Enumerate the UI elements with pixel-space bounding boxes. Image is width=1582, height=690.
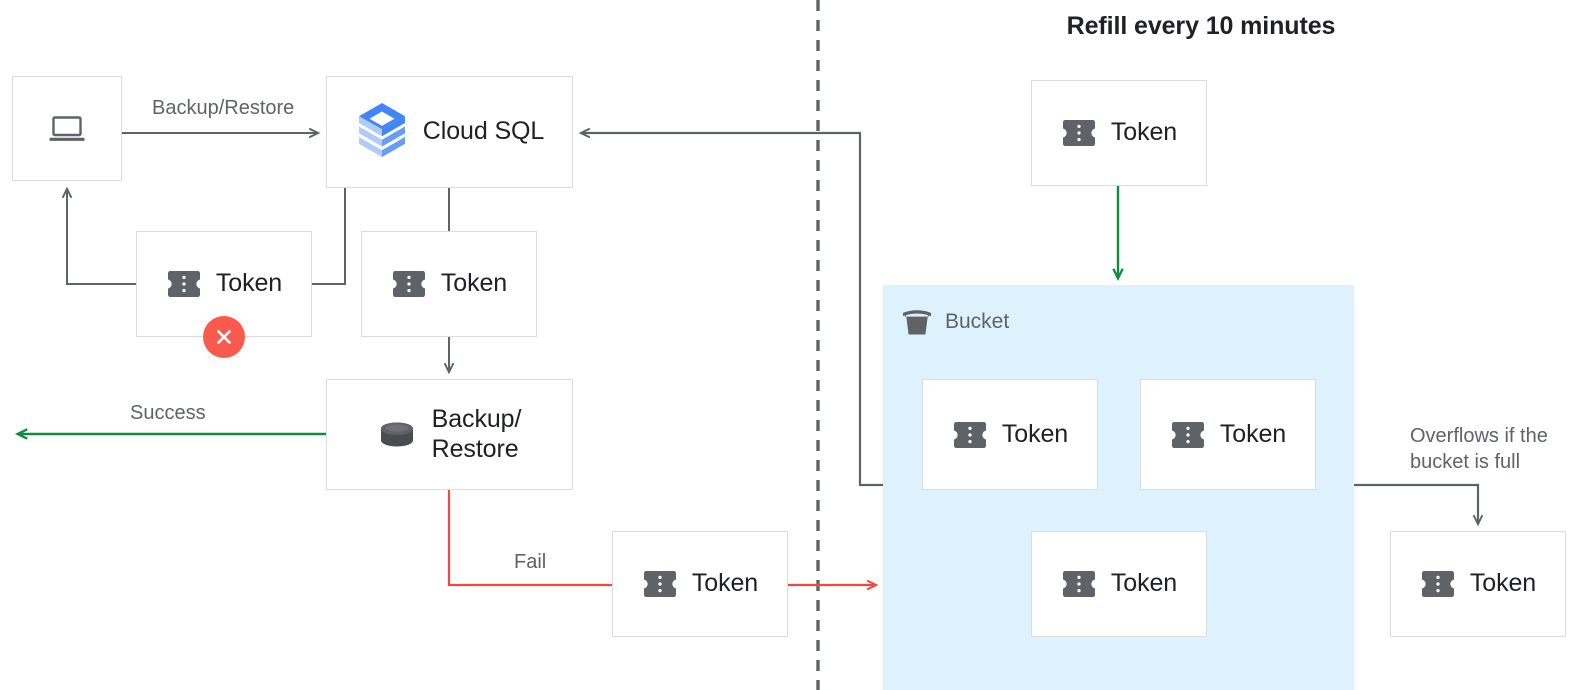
node-token-bucket-2[interactable]: Token [1140,379,1316,490]
node-token-overflow-label: Token [1469,569,1537,598]
edge-bucket-overflow [1354,483,1478,524]
token-icon [643,571,676,597]
node-cloud-sql-label: Cloud SQL [422,117,545,146]
edge-bucket-to-cloudsql [581,133,883,487]
bucket-title: Bucket [945,310,1010,333]
close-icon [217,330,231,344]
token-icon [1062,120,1095,146]
page-title: Refill every 10 minutes [1066,12,1336,40]
edge-cloudsql-to-token-rejected [312,188,346,285]
node-token-bucket-3[interactable]: Token [1031,531,1207,637]
node-backup-restore-label: Backup/ Restore [431,405,522,463]
node-token-bucket-1-label: Token [1001,419,1069,448]
token-icon [1062,571,1095,597]
error-badge [203,316,245,358]
node-client[interactable] [12,76,122,181]
node-token-overflow[interactable]: Token [1390,531,1566,637]
database-icon [380,422,413,446]
token-icon [1171,421,1204,448]
node-token-consumed-label: Token [440,269,508,298]
edge-label-fail: Fail [514,551,547,573]
edge-token-rejected-to-client [67,189,136,285]
node-token-consumed[interactable]: Token [361,231,537,337]
token-icon [167,271,200,297]
node-token-bucket-1[interactable]: Token [922,379,1098,490]
node-token-failed[interactable]: Token [612,531,788,637]
bucket-icon [902,310,932,335]
node-token-refill-label: Token [1110,118,1178,147]
node-token-bucket-2-label: Token [1219,419,1287,448]
node-token-failed-label: Token [691,569,759,598]
edge-label-success: Success [130,402,206,424]
node-token-bucket-3-label: Token [1110,569,1178,598]
edge-label-overflow: Overflows if the bucket is full [1410,425,1548,473]
token-icon [953,421,986,448]
cloud-sql-icon [358,103,405,157]
edge-label-backup-restore: Backup/Restore [152,97,295,119]
node-cloud-sql[interactable]: Cloud SQL [326,76,573,188]
node-backup-restore[interactable]: Backup/ Restore [326,379,573,490]
token-icon [392,271,425,297]
node-token-rejected-label: Token [215,269,283,298]
token-icon [1421,571,1454,597]
node-token-rejected[interactable]: Token [136,231,312,337]
bucket-header: Bucket [900,307,1009,337]
node-token-refill[interactable]: Token [1031,80,1207,186]
laptop-icon [49,115,85,141]
